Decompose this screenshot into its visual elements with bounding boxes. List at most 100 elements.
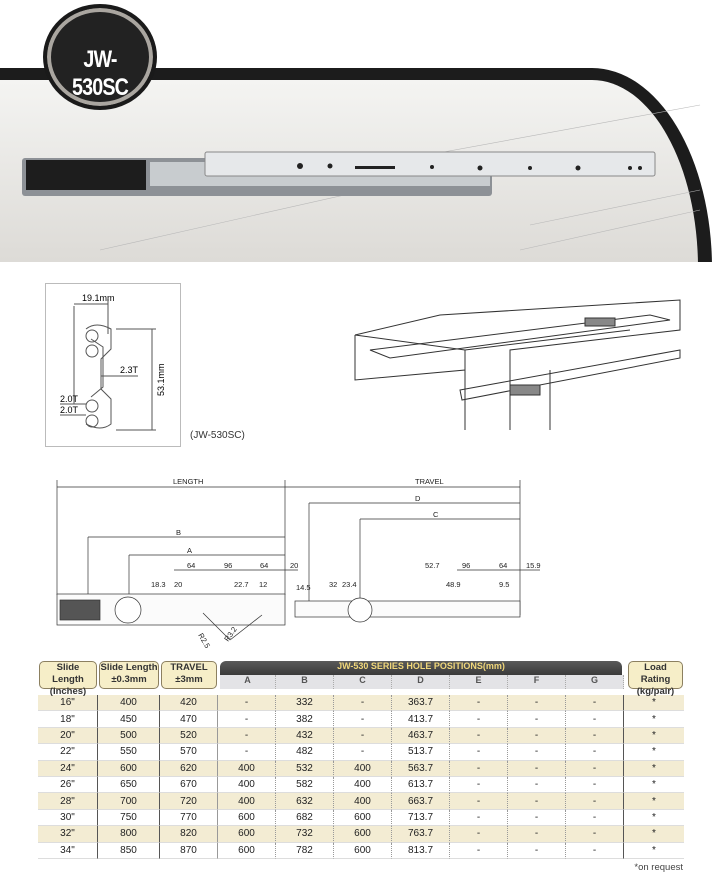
table-cell: 22" [38,744,98,761]
dim-value: 96 [224,561,232,570]
table-cell: - [508,809,566,827]
table-cell: 620 [160,760,218,777]
header-hole-b: B [276,675,334,689]
table-cell: 782 [276,842,334,859]
dim-value: 18.3 [151,580,166,589]
header-slide-inches: Slide Length (Inches) [39,661,97,697]
table-cell: 870 [160,842,218,859]
table-cell: - [508,727,566,745]
table-cell: * [624,711,684,728]
table-cell: - [450,695,508,712]
table-cell: - [566,826,624,843]
product-photo [22,104,701,251]
table-cell: * [624,793,684,810]
table-cell: 382 [276,711,334,728]
length-label: LENGTH [173,477,203,486]
header-hole-positions: JW-530 SERIES HOLE POSITIONS(mm) [220,661,622,675]
header-travel: TRAVEL ±3mm [161,661,217,689]
table-cell: 420 [160,695,218,712]
table-cell: - [508,826,566,843]
table-cell: 532 [276,760,334,777]
table-cell: 770 [160,809,218,827]
table-cell: - [218,711,276,728]
table-cell: 682 [276,809,334,827]
table-cell: 363.7 [392,695,450,712]
table-cell: 34" [38,842,98,859]
travel-label: TRAVEL [415,477,444,486]
table-cell: 332 [276,695,334,712]
table-cell: - [566,760,624,777]
table-cell: - [566,793,624,810]
table-cell: - [450,727,508,745]
hero-banner: JW-530SC [0,0,719,262]
header-hole-a: A [220,675,276,689]
table-cell: 400 [334,776,392,794]
dim-value: 64 [260,561,268,570]
table-cell: * [624,810,684,827]
table-cell: - [566,744,624,761]
table-cell: - [450,760,508,777]
dim-c: C [433,510,439,519]
table-cell: - [508,842,566,859]
table-cell: 400 [218,776,276,794]
table-cell: - [450,776,508,794]
header-slide-mm: Slide Length ±0.3mm [99,661,159,689]
specs-table: Slide Length (Inches) Slide Length ±0.3m… [38,661,684,859]
table-cell: 600 [98,760,160,777]
table-cell: * [624,695,684,712]
table-cell: 670 [160,776,218,794]
table-cell: 432 [276,727,334,745]
dim-value: 20 [290,561,298,570]
thickness-1: 2.0T [60,394,79,404]
table-cell: 400 [334,793,392,810]
header-hole-g: G [566,675,624,689]
table-cell: 600 [218,809,276,827]
table-cell: 650 [98,776,160,794]
table-cell: * [624,727,684,745]
dim-b: B [176,528,181,537]
dim-value: 52.7 [425,561,440,570]
table-cell: 20" [38,727,98,745]
table-cell: 800 [98,826,160,843]
table-cell: - [218,695,276,712]
table-cell: 663.7 [392,793,450,810]
radius-label: R2.5 [196,632,212,650]
table-cell: 413.7 [392,711,450,728]
thickness-center: 2.3T [120,365,139,375]
table-cell: - [508,776,566,794]
table-cell: - [334,695,392,712]
table-cell: - [334,727,392,745]
dim-value: 20 [174,580,182,589]
table-cell: 613.7 [392,776,450,794]
table-cell: 28" [38,793,98,810]
table-cell: 750 [98,809,160,827]
cross-section-diagram: 19.1mm 2.3T 2.0T 2.0T 53.1mm [45,283,181,447]
header-load-rating: Load Rating (kg/pair) [628,661,683,697]
dim-d: D [415,494,421,503]
table-cell: 500 [98,727,160,745]
table-cell: * [624,760,684,777]
thickness-2: 2.0T [60,405,79,415]
table-cell: 24" [38,760,98,777]
table-cell: * [624,843,684,859]
table-cell: 30" [38,809,98,827]
model-title: JW-530SC [71,46,129,101]
table-cell: 570 [160,744,218,761]
width-dim: 19.1mm [82,293,115,303]
dim-value: 32 [329,580,337,589]
table-cell: - [566,776,624,794]
table-cell: 400 [218,793,276,810]
table-cell: 463.7 [392,727,450,745]
radius-label: R3.2 [222,625,238,643]
table-cell: 732 [276,826,334,843]
table-cell: - [566,695,624,712]
table-cell: 700 [98,793,160,810]
table-cell: - [450,809,508,827]
table-cell: - [450,793,508,810]
table-cell: 550 [98,744,160,761]
dim-value: 9.5 [499,580,509,589]
